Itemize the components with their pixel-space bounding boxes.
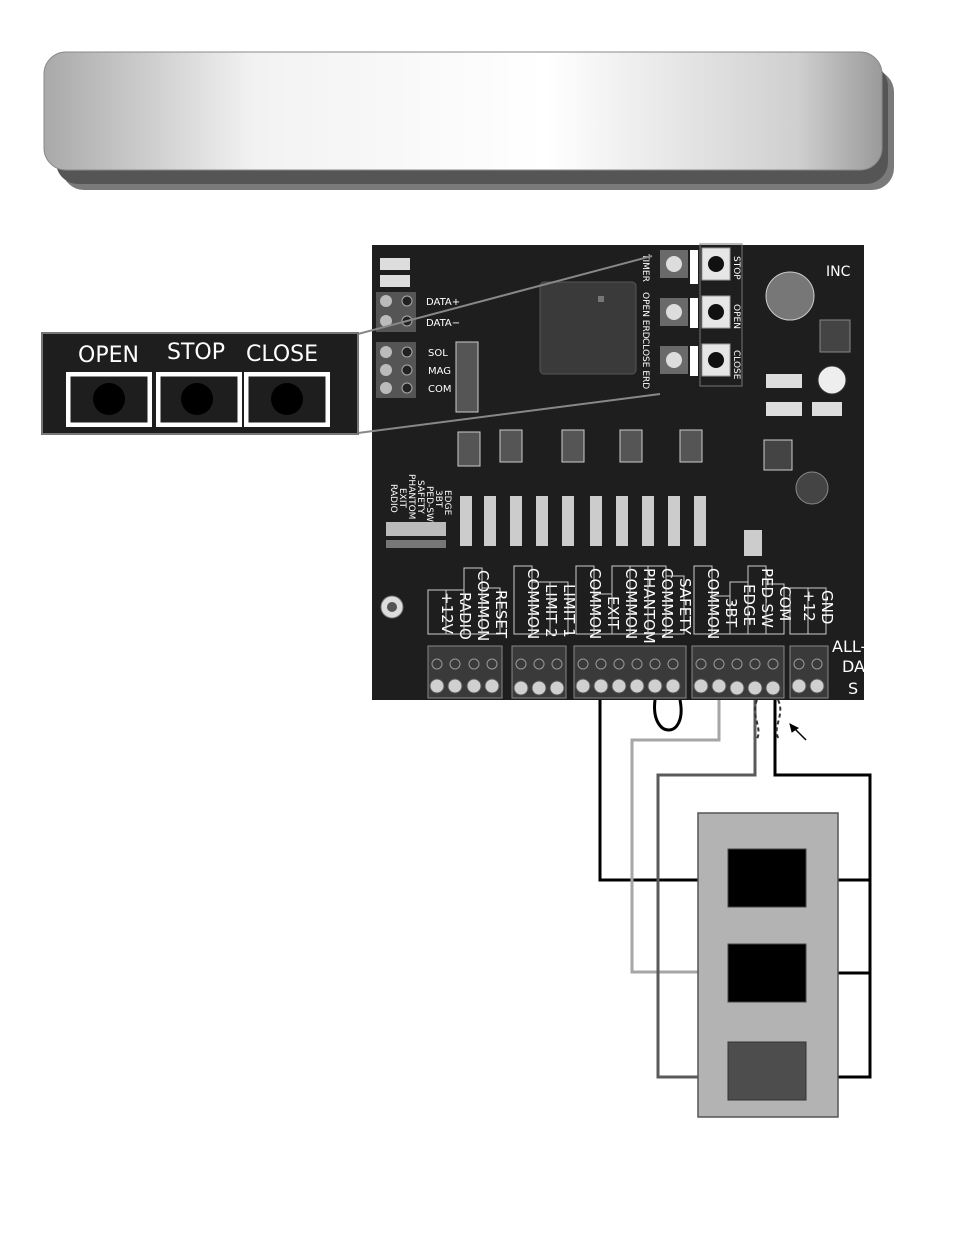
input-led-labels: EDGE 3BT PED-SW SAFETY PHANTOM EXIT RADI… <box>386 474 452 548</box>
term-label: PED-SW <box>758 568 776 628</box>
term-label: COMMON <box>658 568 676 639</box>
term-label: LIMIT 1 <box>560 584 578 638</box>
mag-label: MAG <box>428 366 451 377</box>
callout-stop-button <box>156 372 242 427</box>
term-label: COMMON <box>474 570 492 641</box>
station-button <box>727 943 807 1003</box>
stop-side-label: STOP <box>731 256 741 280</box>
wire-black-bus <box>838 880 872 1079</box>
terminal-labels: +12V RADIO COMMON RESET COMMON LIMIT 2 L… <box>427 565 836 644</box>
term-label: COM <box>776 586 794 621</box>
term-label: EXIT <box>604 596 622 630</box>
term-label: +12 <box>800 590 818 622</box>
led-label-safety: SAFETY <box>415 480 425 514</box>
wire-black-right <box>773 700 872 882</box>
sol-label: SOL <box>428 348 448 359</box>
button-callout: OPEN STOP CLOSE <box>41 332 359 435</box>
control-board: DATA+ DATA− SOL MAG COM TIMER OPEN ERD C… <box>372 243 866 700</box>
potentiometers: TIMER OPEN ERD CLOSE ERD <box>640 250 698 389</box>
data-plus-label: DATA+ <box>426 297 460 308</box>
term-label: RADIO <box>456 592 474 640</box>
corner-text: INC <box>826 264 851 280</box>
onboard-buttons: STOP OPEN CLOSE <box>699 243 743 387</box>
callout-stop-label: STOP <box>167 340 225 365</box>
com-label: COM <box>428 384 451 395</box>
open-side-label: OPEN <box>731 304 741 329</box>
term-label: COMMON <box>704 568 722 639</box>
term-label: RESET <box>492 590 510 639</box>
led-label-3bt: 3BT <box>433 490 443 508</box>
data-connector: DATA+ DATA− <box>376 292 460 332</box>
term-label: EDGE <box>740 584 758 626</box>
term-label: PHANTOM <box>640 568 658 644</box>
callout-leaders <box>357 255 661 434</box>
jumper-wire <box>653 699 683 732</box>
lock-connector: SOL MAG COM <box>376 342 451 398</box>
term-label: SAFETY <box>676 578 694 635</box>
edge-text-1: ALL- <box>832 637 866 656</box>
term-label: COMMON <box>524 568 542 639</box>
wire-light-gray <box>630 700 721 974</box>
led-label-edge: EDGE <box>442 490 452 516</box>
edge-text-2: DA <box>842 657 865 676</box>
station-button <box>727 848 807 908</box>
wire-open-common <box>598 700 698 882</box>
wire-dark-gray <box>656 700 757 1079</box>
led-label-phantom: PHANTOM <box>406 474 416 519</box>
close-side-label: CLOSE <box>731 350 741 380</box>
term-label: LIMIT 2 <box>542 584 560 638</box>
led-label-exit: EXIT <box>397 488 407 509</box>
term-label: 3BT <box>722 598 740 628</box>
term-label: +12V <box>438 592 456 635</box>
open-erd-pot-label: OPEN ERD <box>640 292 650 339</box>
terminal-blocks <box>427 645 829 699</box>
term-label: COMMON <box>622 568 640 639</box>
close-erd-pot-label: CLOSE ERD <box>640 338 650 389</box>
term-label: COMMON <box>586 568 604 639</box>
push-button-station <box>697 812 839 1118</box>
callout-open-button <box>66 372 152 427</box>
led-label-radio: RADIO <box>388 484 398 513</box>
term-label: GND <box>818 590 836 624</box>
microcontroller-chip <box>539 281 637 375</box>
callout-close-button <box>244 372 330 427</box>
timer-pot-label: TIMER <box>640 253 650 282</box>
wires <box>598 699 872 1079</box>
callout-close-label: CLOSE <box>246 342 318 367</box>
data-minus-label: DATA− <box>426 318 460 329</box>
callout-open-label: OPEN <box>78 343 139 368</box>
edge-text-3: S <box>848 679 858 698</box>
header-bar <box>43 51 894 190</box>
led-label-ped-sw: PED-SW <box>424 486 434 522</box>
station-button <box>727 1041 807 1101</box>
